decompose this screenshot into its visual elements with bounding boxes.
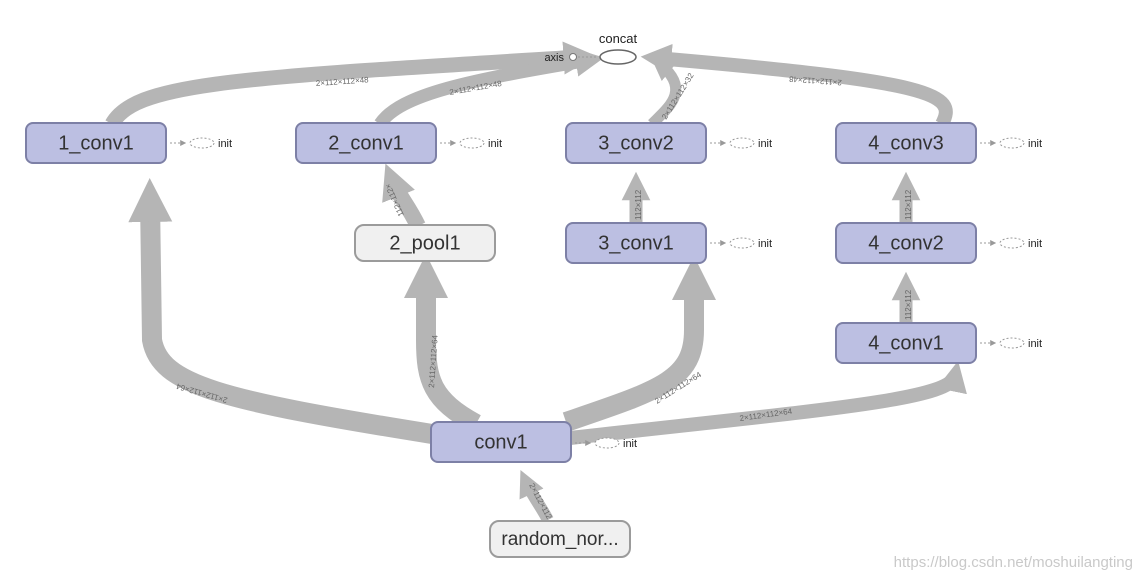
init-label: init xyxy=(1028,338,1042,350)
edge-conv1-1conv1 xyxy=(128,178,434,444)
edge-label: 2×112×112×64 xyxy=(427,334,440,388)
init-label: init xyxy=(1028,238,1042,250)
concat-node[interactable]: concat xyxy=(599,31,638,65)
edge-conv1-4conv1 xyxy=(569,360,967,445)
init-4-conv2[interactable]: init xyxy=(980,237,1042,250)
init-label: init xyxy=(758,238,772,250)
init-3-conv1[interactable]: init xyxy=(710,237,772,250)
init-label: init xyxy=(623,438,637,450)
node-label: 2_pool1 xyxy=(389,232,460,254)
init-1-conv1[interactable]: init xyxy=(170,137,232,150)
edge-label: 2×112×112×48 xyxy=(788,74,842,87)
edge-random-conv1 xyxy=(519,470,554,523)
edge-1conv1-concat xyxy=(105,41,597,129)
edge-label: 112×112 xyxy=(904,289,913,320)
node-label: 1_conv1 xyxy=(58,132,134,154)
node-conv1[interactable]: conv1 xyxy=(430,421,572,463)
node-label: random_nor... xyxy=(501,529,618,550)
edge-label: 112×112 xyxy=(904,189,913,220)
init-label: init xyxy=(758,138,772,150)
node-random-normal[interactable]: random_nor... xyxy=(489,520,631,558)
edge-2conv1-concat xyxy=(374,48,605,128)
node-4-conv3[interactable]: 4_conv3 xyxy=(835,122,977,164)
node-2-pool1[interactable]: 2_pool1 xyxy=(354,224,496,262)
node-label: 4_conv1 xyxy=(868,332,944,354)
node-3-conv2[interactable]: 3_conv2 xyxy=(565,122,707,164)
node-3-conv1[interactable]: 3_conv1 xyxy=(565,222,707,264)
edge-conv1-3conv1 xyxy=(562,255,717,432)
axis-node[interactable]: axis xyxy=(544,52,597,64)
node-4-conv2[interactable]: 4_conv2 xyxy=(835,222,977,264)
node-1-conv1[interactable]: 1_conv1 xyxy=(25,122,167,164)
node-2-conv1[interactable]: 2_conv1 xyxy=(295,122,437,164)
node-label: conv1 xyxy=(474,431,527,453)
init-label: init xyxy=(1028,138,1042,150)
init-label: init xyxy=(218,138,232,150)
edge-label: 2×112×112×48 xyxy=(316,75,370,88)
watermark: https://blog.csdn.net/moshuilangting xyxy=(893,554,1133,571)
edge-4conv3-concat xyxy=(640,43,953,128)
node-label: 3_conv2 xyxy=(598,132,674,154)
init-4-conv3[interactable]: init xyxy=(980,137,1042,150)
init-2-conv1[interactable]: init xyxy=(440,137,502,150)
init-conv1[interactable]: init xyxy=(575,437,637,450)
edge-label: 112×112 xyxy=(634,189,643,220)
concat-label: concat xyxy=(599,31,638,46)
edge-2pool1-2conv1 xyxy=(382,163,426,230)
node-label: 2_conv1 xyxy=(328,132,404,154)
init-label: init xyxy=(488,138,502,150)
node-label: 4_conv2 xyxy=(868,232,944,254)
node-4-conv1[interactable]: 4_conv1 xyxy=(835,322,977,364)
init-3-conv2[interactable]: init xyxy=(710,137,772,150)
init-4-conv1[interactable]: init xyxy=(980,337,1042,350)
edge-conv1-2pool1 xyxy=(403,253,481,433)
node-label: 4_conv3 xyxy=(868,132,944,154)
axis-label: axis xyxy=(544,52,564,64)
node-label: 3_conv1 xyxy=(598,232,674,254)
